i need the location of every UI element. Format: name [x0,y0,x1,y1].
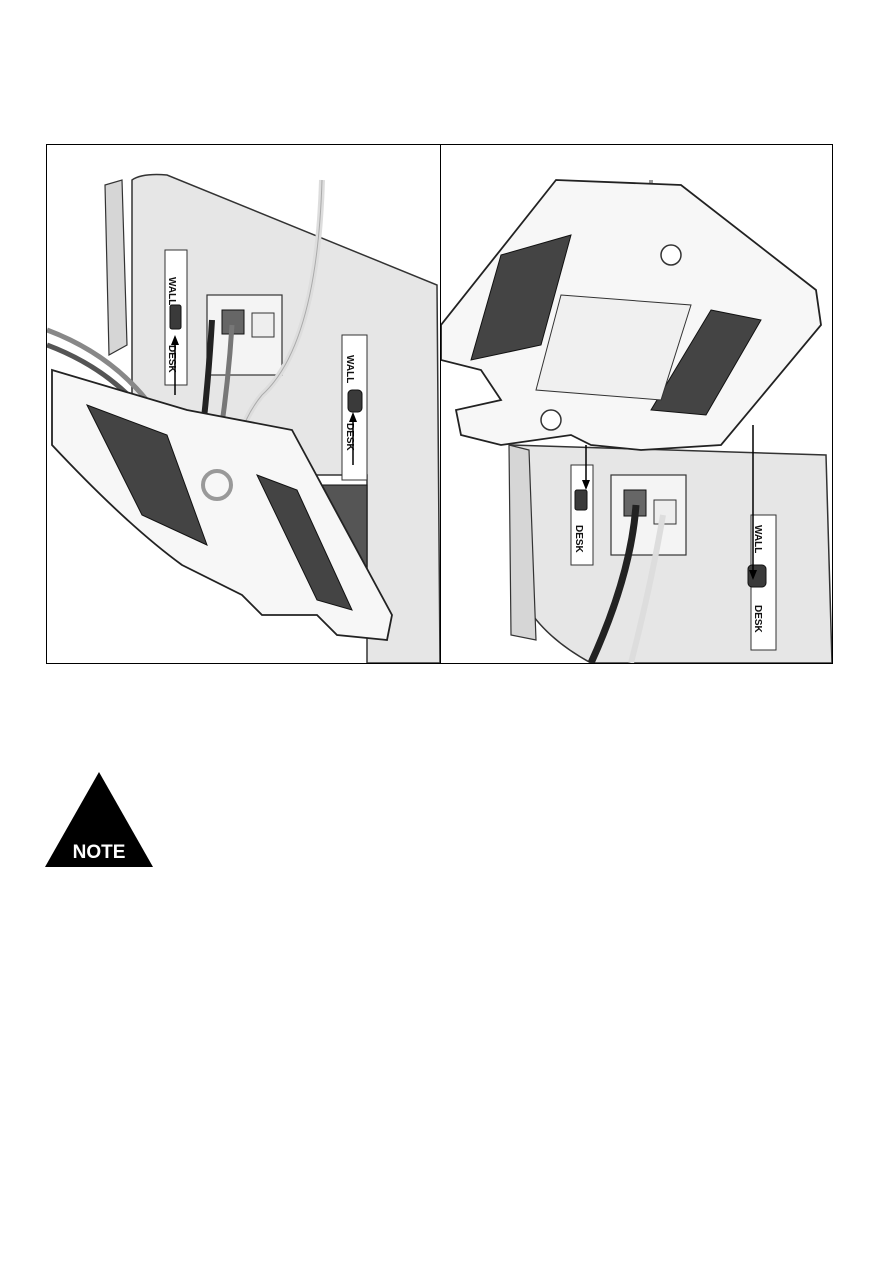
latch-tab-2 [748,565,766,587]
wall-label-2: WALL [344,355,355,383]
desk-label-r2: DESK [752,605,763,634]
latch-tab-1 [170,305,181,329]
keyhole-1 [661,245,681,265]
note-label: NOTE [73,842,126,863]
left-illustration-panel: WALL DESK WALL DESK [47,145,440,663]
right-illustration-panel: DESK WALL DESK [441,145,832,663]
latch-tab-1 [575,490,587,510]
jack-2 [252,313,274,337]
latch-tab-2 [348,390,362,412]
keyhole-2 [541,410,561,430]
desk-label-r1: DESK [573,525,584,554]
note-warning-icon: NOTE [45,772,153,867]
right-illustration: DESK WALL DESK [441,145,832,663]
wall-label-1: WALL [166,277,177,305]
left-illustration: WALL DESK WALL DESK [47,145,440,663]
stand-rod [105,180,127,355]
